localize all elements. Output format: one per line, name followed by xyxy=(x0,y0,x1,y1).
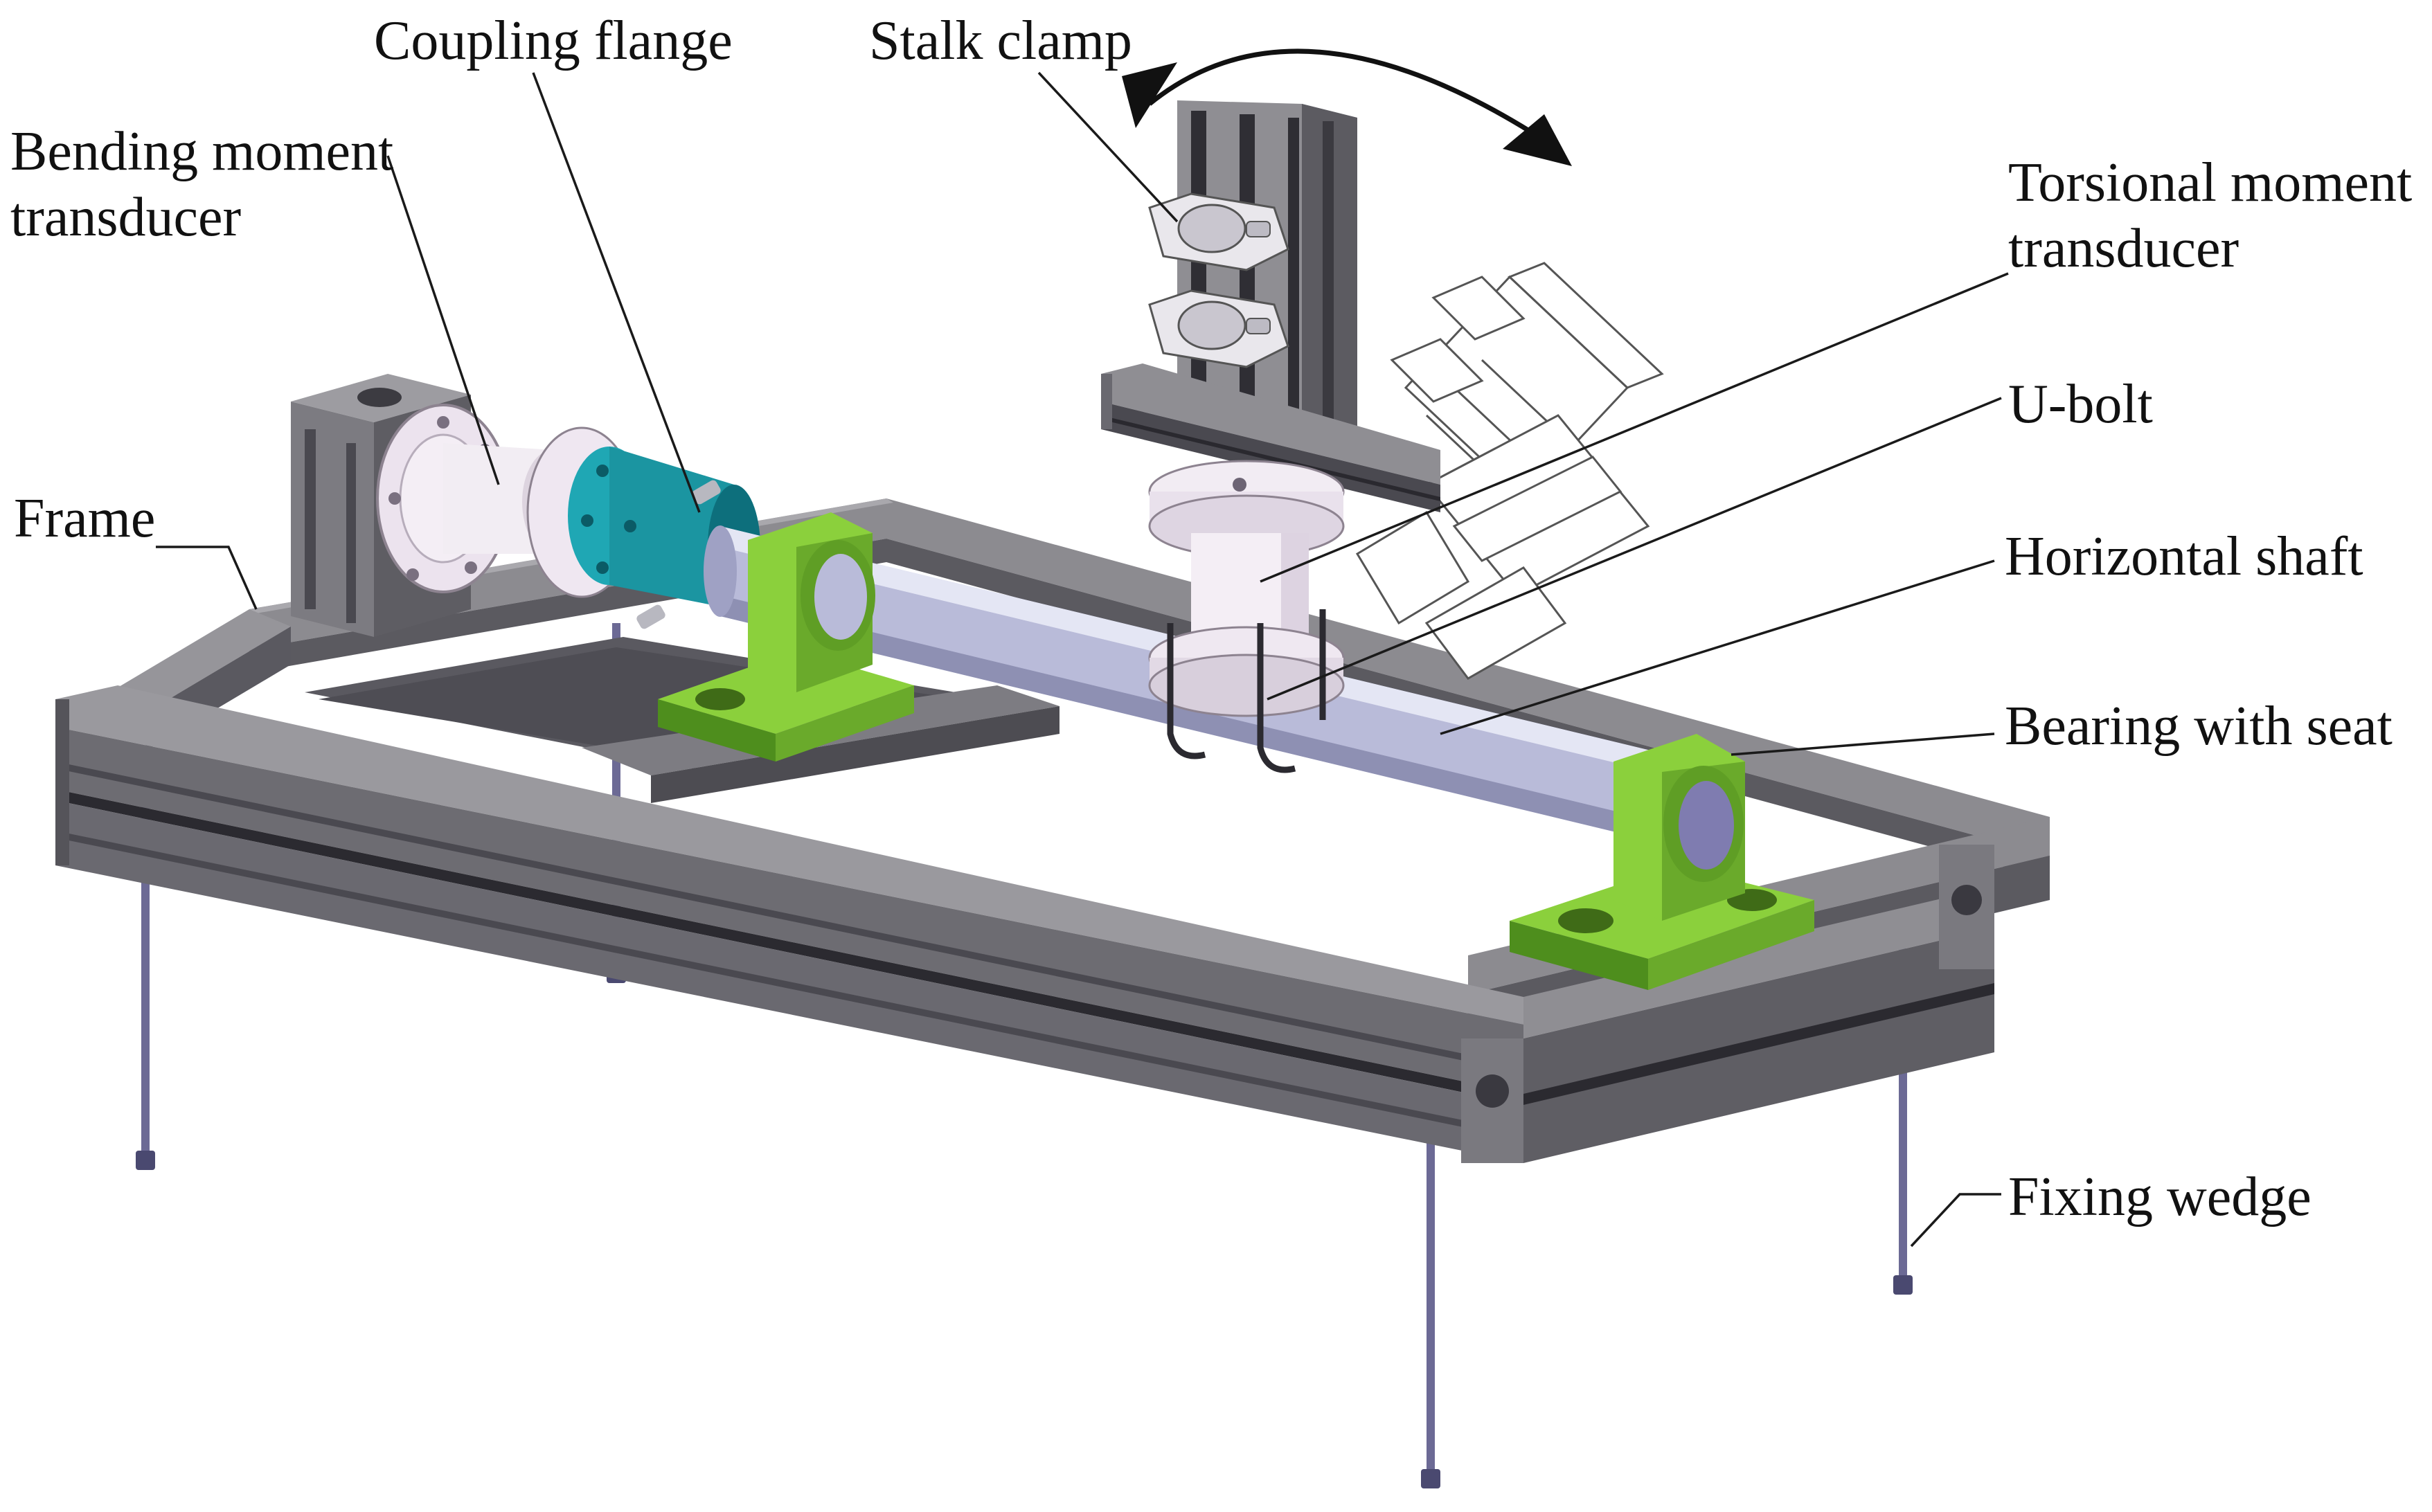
rotation-arrow xyxy=(1122,48,1572,166)
stalk-clamp-lower xyxy=(1148,289,1289,368)
leader-horizontal-shaft xyxy=(1440,559,1995,735)
label-stalk-clamp: Stalk clamp xyxy=(869,10,1132,71)
leader-u-bolt xyxy=(1267,397,2002,701)
leader-lines xyxy=(156,71,2009,1248)
u-bolt xyxy=(1167,609,1326,773)
leader-torsional-moment xyxy=(1260,272,2009,583)
stalk-clamp-upper xyxy=(1148,192,1289,271)
leg-front-mid xyxy=(1421,1142,1440,1488)
leader-stalk-clamp xyxy=(1037,71,1179,223)
label-frame: Frame xyxy=(14,488,155,549)
label-horizontal-shaft: Horizontal shaft xyxy=(2005,526,2363,587)
leader-bearing-with-seat xyxy=(1731,732,1995,756)
label-bearing-with-seat: Bearing with seat xyxy=(2005,696,2393,757)
label-bending-moment-line1: Bending moment xyxy=(10,121,393,182)
label-coupling-flange: Coupling flange xyxy=(374,10,733,71)
leader-frame xyxy=(156,546,258,610)
torsional-moment-transducer xyxy=(1148,460,1345,717)
leader-bending-moment xyxy=(386,155,500,485)
bearing-left xyxy=(658,512,914,762)
stalk-clamp-assembly xyxy=(1101,100,1440,512)
label-fixing-wedge: Fixing wedge xyxy=(2008,1167,2312,1227)
leg-front-left xyxy=(136,796,155,1170)
labels: Coupling flange Stalk clamp Bending mome… xyxy=(10,10,2412,1227)
bearing-right xyxy=(1510,734,1814,990)
label-bending-moment-line2: transducer xyxy=(10,187,241,248)
leader-coupling-flange xyxy=(532,72,701,513)
rotated-clamp-ghost xyxy=(1355,262,1664,680)
label-u-bolt: U-bolt xyxy=(2008,374,2153,435)
coupling-flange xyxy=(526,426,760,629)
leader-fixing-wedge xyxy=(1910,1193,2001,1248)
label-torsional-moment-line2: transducer xyxy=(2008,218,2239,279)
label-torsional-moment-line1: Torsional moment xyxy=(2008,152,2412,213)
